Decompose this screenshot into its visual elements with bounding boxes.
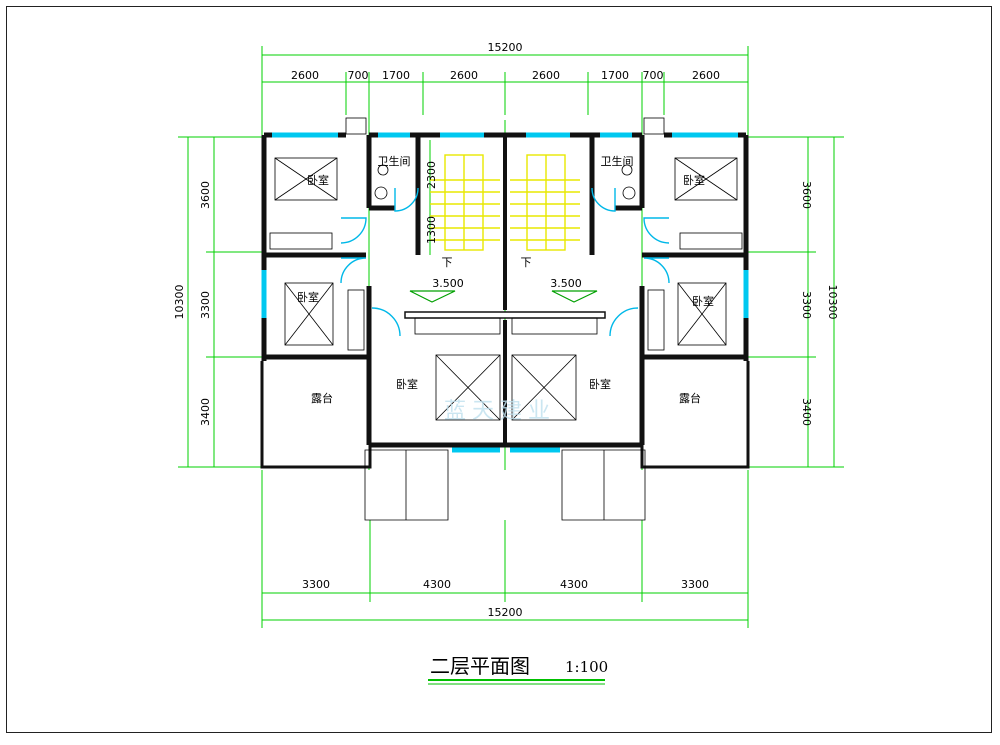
room-label-bedroom-3: 卧室	[297, 290, 319, 304]
room-label-bathroom-right: 卫生间	[601, 154, 634, 168]
front-steps	[364, 449, 646, 521]
room-label-bathroom-left: 卫生间	[378, 154, 411, 168]
bathroom-fixtures	[345, 117, 665, 200]
room-label-terrace-left: 露台	[311, 391, 333, 405]
drawing-scale: 1:100	[565, 658, 608, 676]
room-label-bedroom-6: 卧室	[589, 377, 611, 391]
dim-ticks-right	[748, 136, 844, 468]
stair-down-left: 下	[442, 256, 453, 269]
dim-right-seg-3: 3400	[800, 398, 813, 426]
room-label-bedroom-2: 卧室	[683, 173, 705, 187]
level-markers	[409, 290, 598, 303]
dim-bottom-seg-4: 3300	[681, 578, 709, 591]
dim-bottom-total: 15200	[488, 606, 523, 619]
level-label-right: 3.500	[550, 277, 582, 290]
dim-stair-lower: 1300	[425, 216, 438, 244]
dim-bottom-seg-2: 4300	[423, 578, 451, 591]
level-label-left: 3.500	[432, 277, 464, 290]
stair-left	[430, 154, 500, 251]
dim-top-seg-8: 2600	[692, 69, 720, 82]
dim-right-seg-1: 3600	[800, 181, 813, 209]
beds	[274, 157, 738, 421]
dim-top-seg-7: 700	[643, 69, 664, 82]
watermark-text: 蓝天建业	[444, 399, 556, 424]
dim-bottom-seg-3: 4300	[560, 578, 588, 591]
dim-ticks-top	[261, 46, 749, 135]
dim-top-seg-6: 1700	[601, 69, 629, 82]
dim-left-total: 10300	[173, 285, 186, 320]
dim-top-seg-1: 2600	[291, 69, 319, 82]
room-label-bedroom-5: 卧室	[396, 377, 418, 391]
dim-bottom-seg-1: 3300	[302, 578, 330, 591]
dim-top-seg-2: 700	[348, 69, 369, 82]
stair-down-right: 下	[521, 256, 532, 269]
dim-top-seg-5: 2600	[532, 69, 560, 82]
dim-top-seg-3: 1700	[382, 69, 410, 82]
stair-right	[510, 154, 580, 251]
dim-top-total: 15200	[488, 41, 523, 54]
door-swings	[340, 187, 670, 337]
dim-stair-upper: 2300	[425, 161, 438, 189]
dim-right-total: 10300	[826, 285, 839, 320]
wardrobes	[269, 232, 743, 351]
dim-top-seg-4: 2600	[450, 69, 478, 82]
windows	[261, 132, 749, 453]
dim-left-seg-3: 3400	[199, 398, 212, 426]
dim-right-seg-2: 3300	[800, 291, 813, 319]
corridor-rail	[404, 311, 606, 319]
dim-ticks-left	[178, 136, 262, 468]
dim-left-seg-1: 3600	[199, 181, 212, 209]
room-label-terrace-right: 露台	[679, 391, 701, 405]
room-label-bedroom-4: 卧室	[692, 294, 714, 308]
drawing-title: 二层平面图	[430, 654, 530, 678]
dim-ticks-bottom	[261, 470, 749, 628]
dim-left-seg-2: 3300	[199, 291, 212, 319]
room-label-bedroom-1: 卧室	[307, 173, 329, 187]
